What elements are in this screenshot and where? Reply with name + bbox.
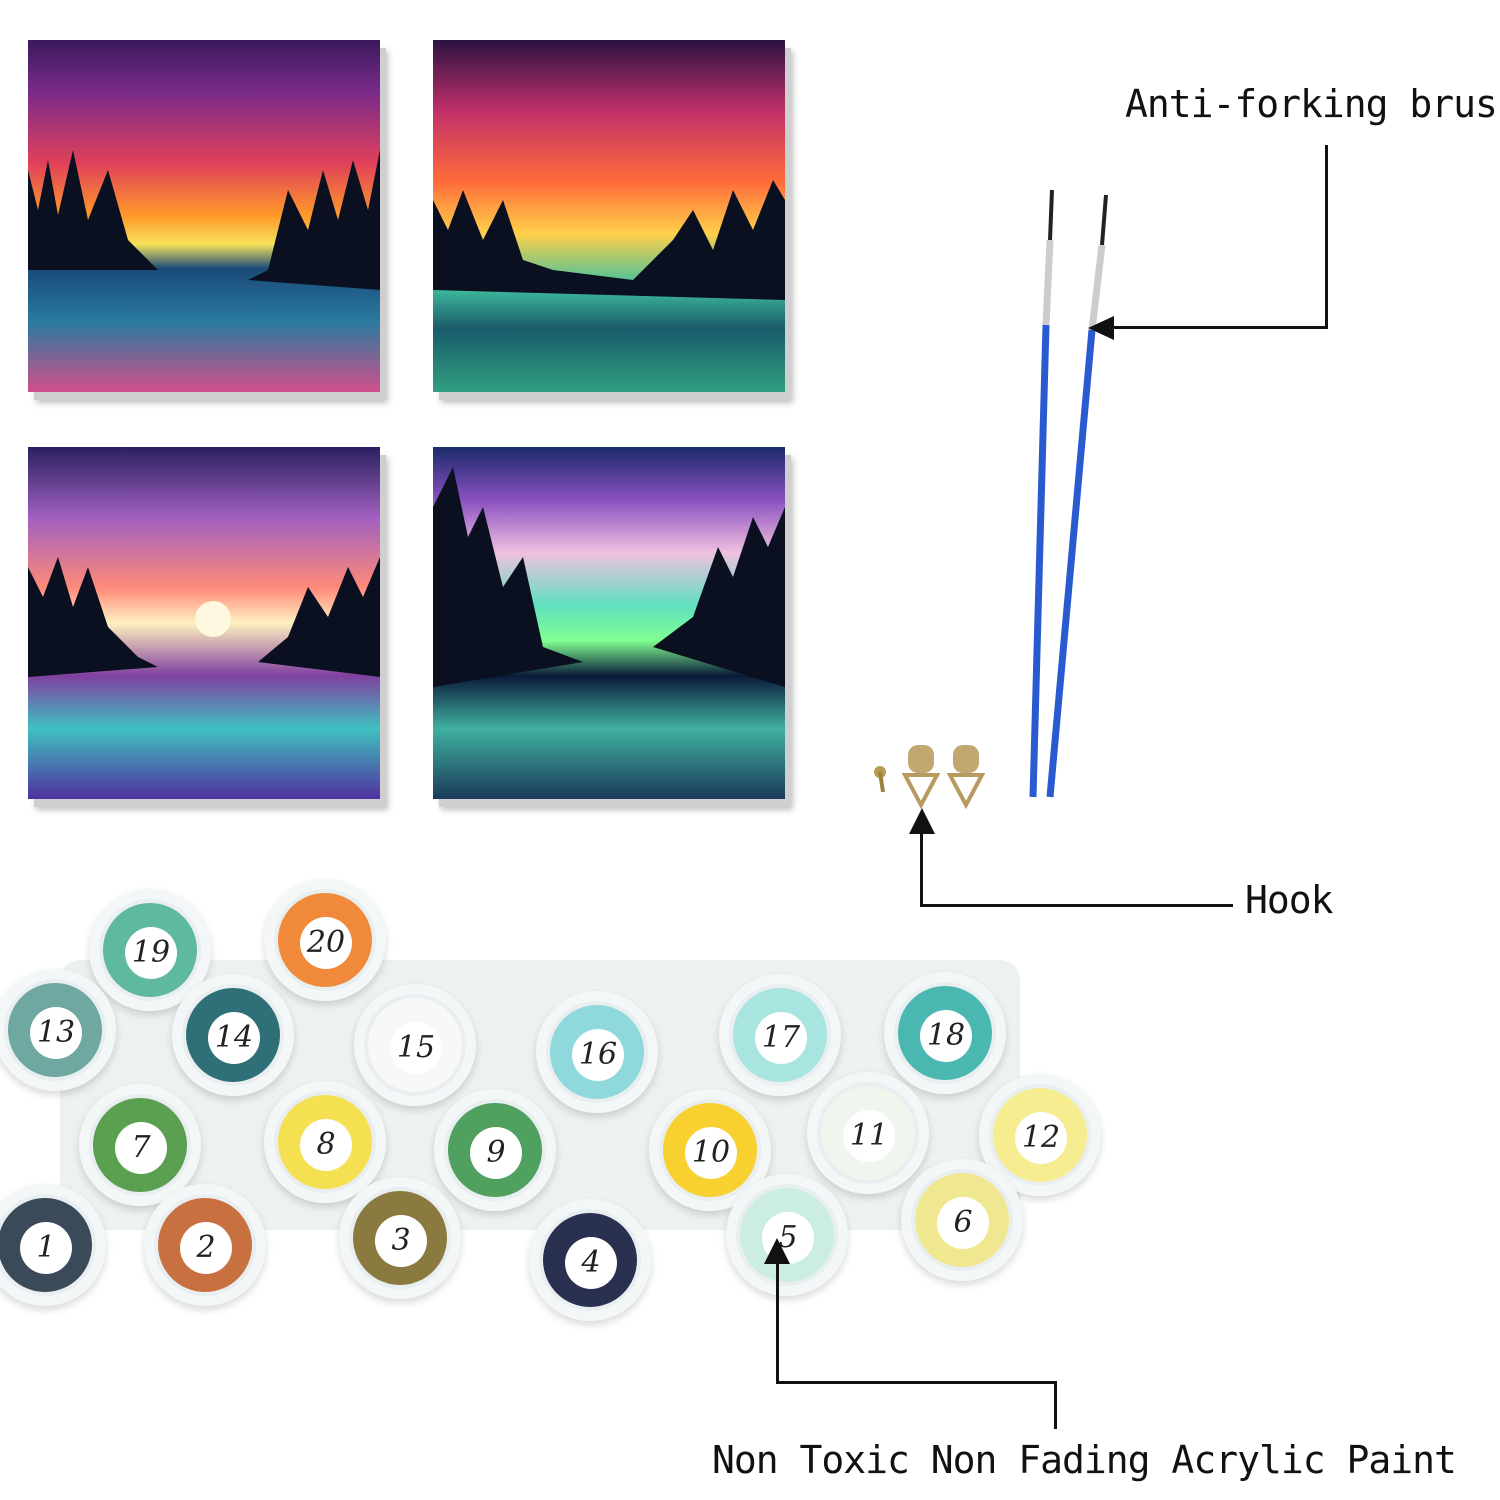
paint-pot: 8 [264, 1081, 386, 1203]
pot-number: 1 [20, 1222, 72, 1274]
hook-callout-line [920, 830, 923, 906]
pot-number: 9 [470, 1127, 522, 1179]
pot-number: 10 [685, 1127, 737, 1179]
arrow-up-icon [909, 808, 935, 834]
aurora-forest-painting-4 [433, 447, 785, 799]
paint-pot: 15 [354, 984, 476, 1106]
pot-number: 4 [565, 1237, 617, 1289]
paint-pot: 18 [884, 972, 1006, 1094]
pot-number: 14 [208, 1012, 260, 1064]
paint-callout-line [776, 1381, 1057, 1384]
pot-number: 16 [572, 1029, 624, 1081]
pot-number: 7 [115, 1122, 167, 1174]
pot-number: 3 [375, 1215, 427, 1267]
pot-number: 20 [300, 917, 352, 969]
paint-pot: 16 [536, 991, 658, 1113]
pot-number: 18 [920, 1010, 972, 1062]
paint-pot: 3 [339, 1177, 461, 1299]
paint-pot: 11 [807, 1072, 929, 1194]
pot-number: 11 [843, 1110, 895, 1162]
pot-number: 17 [755, 1012, 807, 1064]
brushes-label: Anti-forking brushe [1125, 82, 1500, 126]
pot-number: 13 [30, 1007, 82, 1059]
pot-number: 12 [1015, 1112, 1067, 1164]
paint-pot: 20 [264, 879, 386, 1001]
galaxy-painting-2 [433, 40, 785, 392]
paint-callout-line [776, 1262, 779, 1384]
pot-number: 2 [180, 1222, 232, 1274]
paint-pot: 7 [79, 1084, 201, 1206]
paint-pot: 14 [172, 974, 294, 1096]
pot-number: 5 [762, 1212, 814, 1264]
paint-callout-line [1054, 1381, 1057, 1429]
aurora-painting-1 [28, 40, 380, 392]
paint-label: Non Toxic Non Fading Acrylic Paint [712, 1438, 1457, 1482]
hook-callout-line [920, 904, 1233, 907]
paint-pot: 9 [434, 1089, 556, 1211]
pot-number: 6 [937, 1197, 989, 1249]
pot-number: 19 [125, 927, 177, 979]
hook-label: Hook [1245, 878, 1334, 922]
paint-pot: 13 [0, 969, 116, 1091]
paint-pot: 1 [0, 1184, 106, 1306]
arrow-left-icon [1088, 316, 1114, 340]
paint-pot: 5 [726, 1174, 848, 1296]
pot-number: 8 [300, 1119, 352, 1171]
brush-callout-line [1325, 145, 1328, 329]
arrow-up-icon [764, 1238, 790, 1264]
paint-pot: 4 [529, 1199, 651, 1321]
paint-pot: 2 [144, 1184, 266, 1306]
moon-lake-painting-3 [28, 447, 380, 799]
paint-pot: 17 [719, 974, 841, 1096]
paint-pot: 6 [901, 1159, 1023, 1281]
brush-callout-line [1110, 326, 1328, 329]
pot-number: 15 [390, 1022, 442, 1074]
